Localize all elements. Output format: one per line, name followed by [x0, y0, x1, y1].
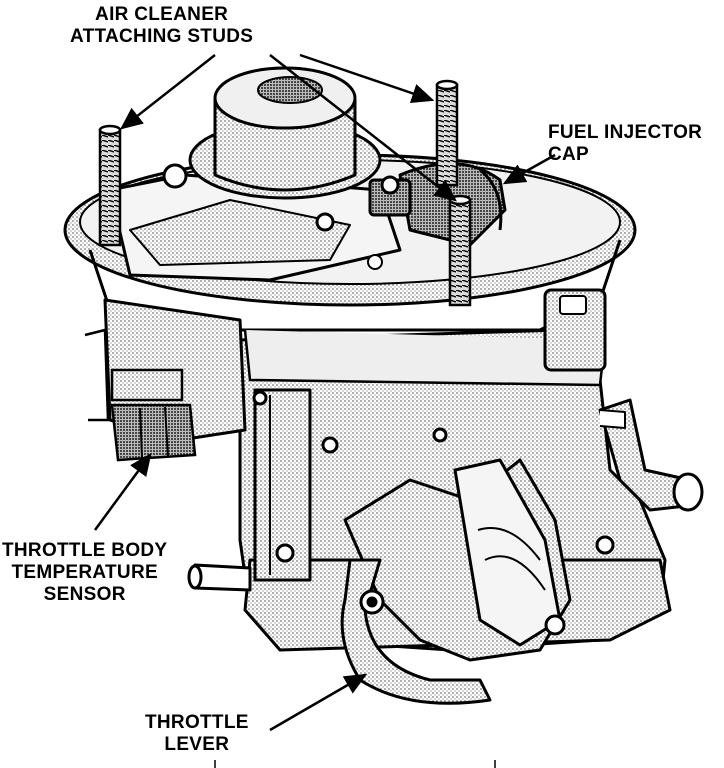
- throttle-lever-part: [187, 458, 572, 705]
- label-fuel-injector-line2: CAP: [548, 144, 590, 165]
- leader-stud-front: [269, 54, 457, 202]
- leader-stud-left: [120, 54, 216, 130]
- label-air-cleaner-studs: AIR CLEANER ATTACHING STUDS: [70, 4, 253, 48]
- temperature-sensor-part: [84, 328, 197, 462]
- leader-temp-sensor: [93, 452, 152, 531]
- label-air-cleaner-line1: AIR CLEANER: [95, 4, 229, 25]
- label-temp-sensor-line1: THROTTLE BODY: [2, 540, 168, 561]
- label-temp-sensor: THROTTLE BODY TEMPERATURE SENSOR: [2, 540, 167, 606]
- base-marks: [214, 760, 496, 768]
- label-throttle-lever-line2: LEVER: [164, 734, 230, 755]
- leader-stud-right: [299, 53, 435, 104]
- label-temp-sensor-line3: SENSOR: [43, 584, 126, 605]
- throttle-body-housing: [63, 66, 704, 652]
- label-throttle-lever: THROTTLE LEVER: [145, 712, 249, 756]
- leader-lines: [93, 53, 556, 732]
- label-temp-sensor-line2: TEMPERATURE: [11, 562, 158, 583]
- label-throttle-lever-line1: THROTTLE: [145, 712, 249, 733]
- air-cleaner-studs: [98, 79, 472, 307]
- leader-fuel-cap: [502, 153, 556, 185]
- label-air-cleaner-line2: ATTACHING STUDS: [70, 26, 254, 47]
- label-fuel-injector-cap: FUEL INJECTOR CAP: [548, 122, 702, 166]
- leader-throttle-lever: [269, 673, 368, 732]
- label-fuel-injector-line1: FUEL INJECTOR: [548, 122, 703, 143]
